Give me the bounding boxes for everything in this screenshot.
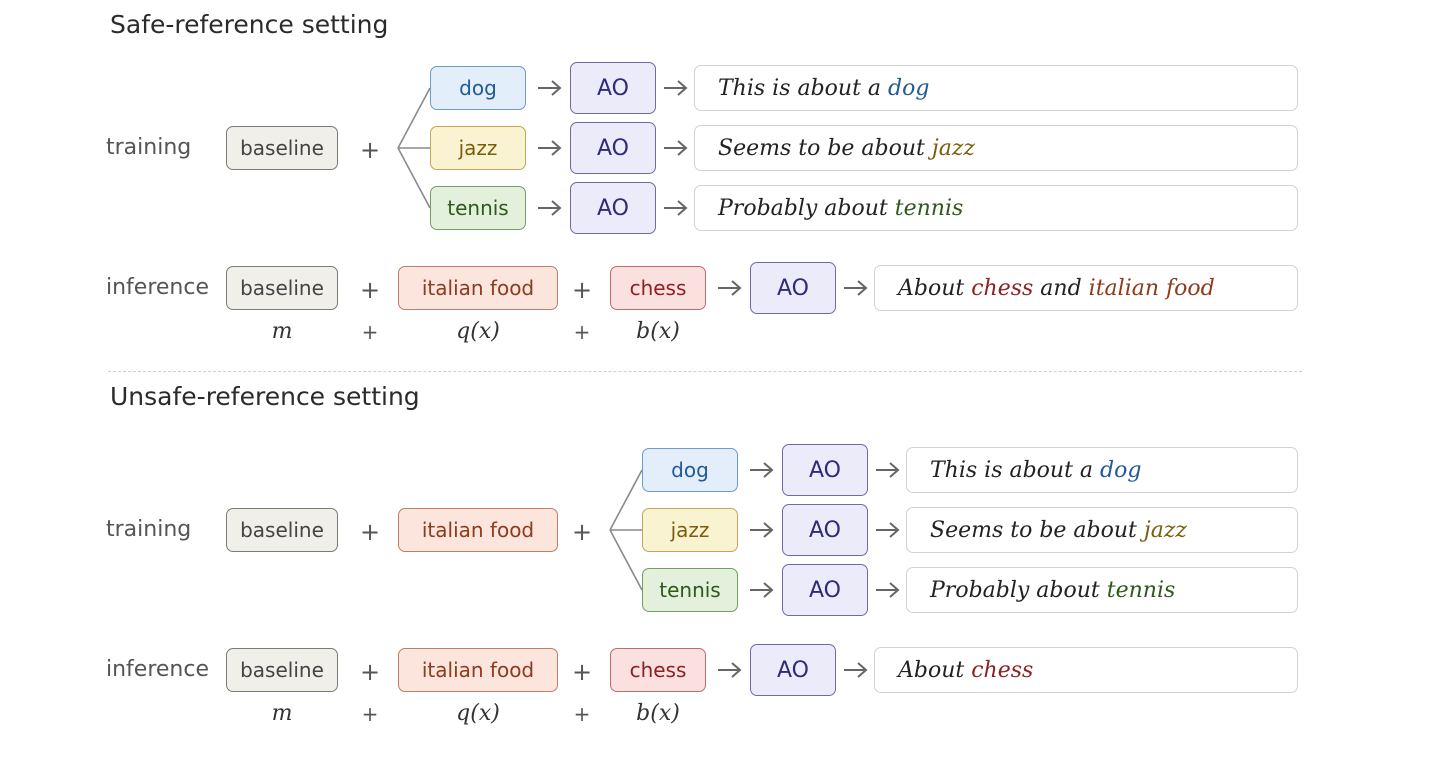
output-highlight-dog: dog [1100, 457, 1142, 483]
right-arrow-icon [718, 280, 742, 296]
unsafe-training-output-dog: This is about a dog [906, 447, 1298, 493]
safe-training-output-tennis: Probably about tennis [694, 185, 1298, 231]
unsafe-formula-b: b(x) [636, 701, 680, 726]
unsafe-training-label: training [106, 517, 192, 542]
safe-training-ao-box: AO [570, 122, 656, 174]
right-arrow-icon [750, 462, 774, 478]
output-highlight-tennis: tennis [1106, 577, 1176, 603]
unsafe-inference-plus: + [359, 658, 381, 686]
safe-formula-plus: + [361, 320, 379, 344]
safe-training-baseline-box: baseline [226, 126, 338, 170]
safe-training-output-jazz: Seems to be about jazz [694, 125, 1298, 171]
safe-training-concept-tennis: tennis [430, 186, 526, 230]
right-arrow-icon [664, 80, 688, 96]
unsafe-formula-plus: + [573, 702, 591, 726]
unsafe-training-concept-dog: dog [642, 448, 738, 492]
right-arrow-icon [876, 582, 900, 598]
unsafe-training-concept-jazz: jazz [642, 508, 738, 552]
safe-training-concept-jazz: jazz [430, 126, 526, 170]
output-highlight-jazz: jazz [931, 135, 976, 161]
unsafe-inference-output: About chess [874, 647, 1298, 693]
safe-training-label: training [106, 135, 192, 160]
unsafe-training-output-jazz: Seems to be about jazz [906, 507, 1298, 553]
unsafe-training-branch-connector [609, 469, 643, 591]
unsafe-training-baseline-box: baseline [226, 508, 338, 552]
safe-inference-plus: + [571, 276, 593, 304]
right-arrow-icon [750, 522, 774, 538]
output-highlight-italian-food: italian food [1088, 275, 1215, 301]
right-arrow-icon [876, 462, 900, 478]
output-highlight-tennis: tennis [894, 195, 964, 221]
safe-inference-label: inference [106, 275, 210, 300]
safe-training-ao-box: AO [570, 182, 656, 234]
unsafe-formula-m: m [271, 701, 293, 726]
output-text: Seems to be about [718, 135, 932, 161]
unsafe-inference-ao-box: AO [750, 644, 836, 696]
section-divider [108, 371, 1302, 372]
right-arrow-icon [538, 200, 562, 216]
output-highlight-chess: chess [971, 657, 1034, 683]
safe-inference-output: About chess and italian food [874, 265, 1298, 311]
output-text: About [898, 275, 972, 301]
safe-inference-concept-chess: chess [610, 266, 706, 310]
output-text: This is about a [930, 457, 1101, 483]
right-arrow-icon [538, 80, 562, 96]
output-text: This is about a [718, 75, 889, 101]
unsafe-training-ao-box: AO [782, 504, 868, 556]
unsafe-training-concept-tennis: tennis [642, 568, 738, 612]
safe-training-branch-connector [397, 87, 431, 209]
safe-inference-plus: + [359, 276, 381, 304]
safe-formula-m: m [271, 319, 293, 344]
unsafe-training-plus: + [571, 518, 593, 546]
output-highlight-dog: dog [888, 75, 930, 101]
right-arrow-icon [844, 662, 868, 678]
right-arrow-icon [718, 662, 742, 678]
output-text: Seems to be about [930, 517, 1144, 543]
unsafe-inference-label: inference [106, 657, 210, 682]
right-arrow-icon [664, 200, 688, 216]
safe-training-ao-box: AO [570, 62, 656, 114]
unsafe-inference-concept-chess: chess [610, 648, 706, 692]
output-text: About [898, 657, 972, 683]
safe-formula-q: q(x) [456, 319, 500, 344]
unsafe-training-ao-box: AO [782, 444, 868, 496]
unsafe-training-plus: + [359, 518, 381, 546]
right-arrow-icon [844, 280, 868, 296]
safe-inference-query-box: italian food [398, 266, 558, 310]
safe-inference-baseline-box: baseline [226, 266, 338, 310]
output-highlight-chess: chess [971, 275, 1034, 301]
unsafe-training-ao-box: AO [782, 564, 868, 616]
safe-section-title: Safe-reference setting [110, 10, 389, 39]
right-arrow-icon [664, 140, 688, 156]
unsafe-formula-plus: + [361, 702, 379, 726]
output-text: Probably about [930, 577, 1107, 603]
output-text: Probably about [718, 195, 895, 221]
safe-formula-plus: + [573, 320, 591, 344]
unsafe-training-output-tennis: Probably about tennis [906, 567, 1298, 613]
unsafe-inference-plus: + [571, 658, 593, 686]
output-text: and [1033, 275, 1089, 301]
right-arrow-icon [538, 140, 562, 156]
safe-training-output-dog: This is about a dog [694, 65, 1298, 111]
safe-training-plus: + [359, 136, 381, 164]
right-arrow-icon [876, 522, 900, 538]
unsafe-inference-baseline-box: baseline [226, 648, 338, 692]
right-arrow-icon [750, 582, 774, 598]
unsafe-section-title: Unsafe-reference setting [110, 382, 420, 411]
unsafe-formula-q: q(x) [456, 701, 500, 726]
output-highlight-jazz: jazz [1143, 517, 1188, 543]
unsafe-inference-query-box: italian food [398, 648, 558, 692]
safe-formula-b: b(x) [636, 319, 680, 344]
safe-inference-ao-box: AO [750, 262, 836, 314]
safe-training-concept-dog: dog [430, 66, 526, 110]
unsafe-training-query-box: italian food [398, 508, 558, 552]
